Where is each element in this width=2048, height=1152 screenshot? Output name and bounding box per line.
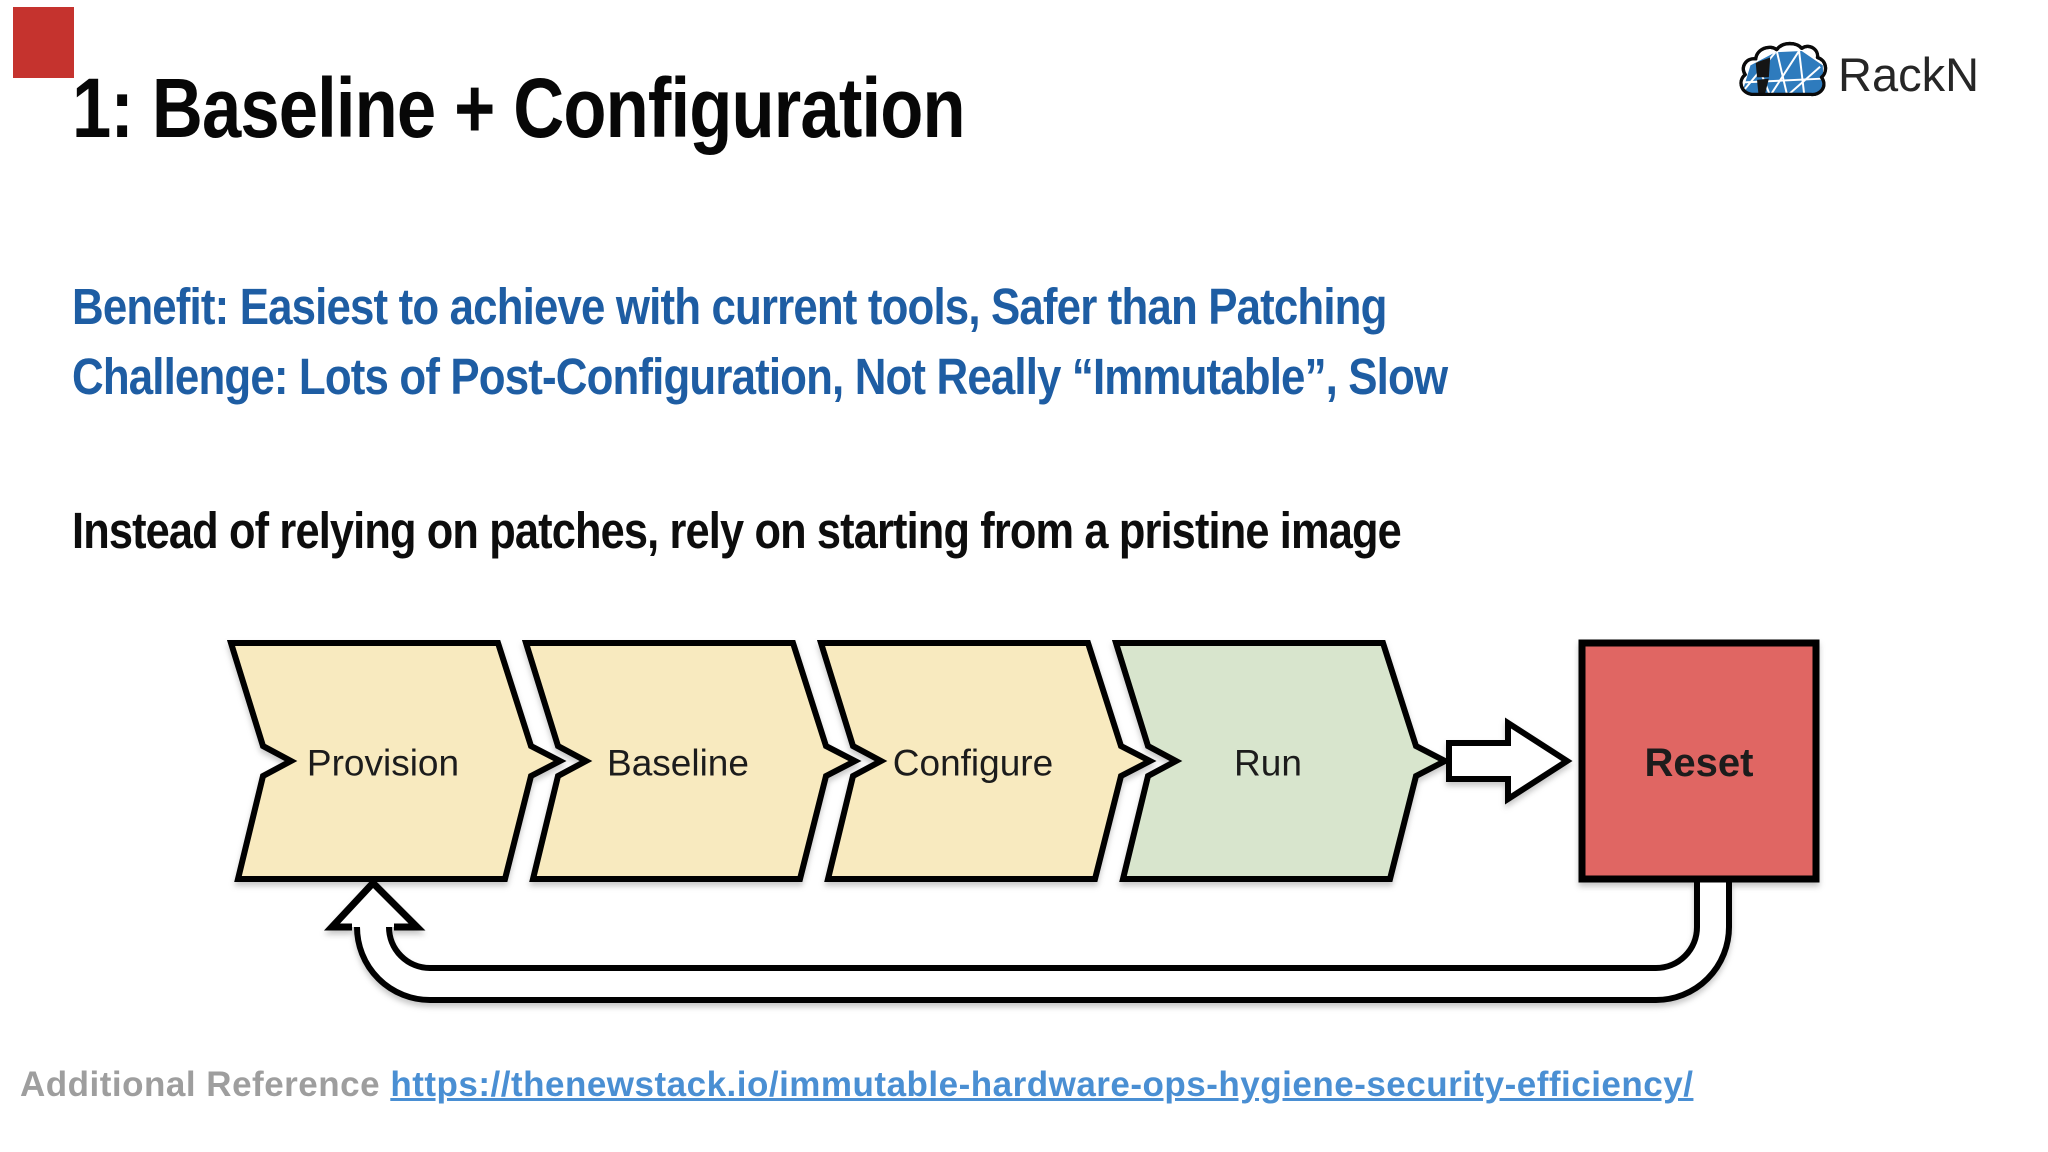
footer-reference: Additional Reference https://thenewstack… [20, 1062, 1693, 1108]
step-label-run: Run [1234, 743, 1302, 784]
step-provision [226, 640, 567, 882]
loop-arrowhead-icon [323, 877, 426, 931]
cloud-logo-icon [1739, 41, 1828, 97]
reference-link[interactable]: https://thenewstack.io/immutable-hardwar… [390, 1065, 1694, 1104]
step-baseline [521, 640, 862, 882]
rackn-logo: RackN [1736, 38, 1979, 106]
lead-text: Benefit: Easiest to achieve with current… [72, 272, 1671, 412]
reference-label: Additional Reference [20, 1065, 381, 1104]
step-label-reset: Reset [1645, 741, 1754, 785]
benefit-line: Benefit: Easiest to achieve with current… [72, 278, 1387, 335]
step-label-configure: Configure [893, 743, 1053, 784]
subtitle-text: Instead of relying on patches, rely on s… [72, 502, 1402, 559]
page-title: 1: Baseline + Configuration [72, 61, 966, 155]
step-reset [1578, 639, 1820, 883]
step-label-baseline: Baseline [607, 743, 749, 784]
run-to-reset-arrow-icon [1446, 717, 1573, 805]
loop-back-pipe-core [360, 872, 1726, 997]
brand-wordmark: RackN [1838, 47, 1980, 101]
recording-indicator [13, 7, 74, 78]
step-configure [816, 640, 1157, 882]
workflow-diagram: Provision Baseline Configure Run Reset [226, 639, 1820, 1003]
challenge-line: Challenge: Lots of Post-Configuration, N… [72, 348, 1448, 405]
step-label-provision: Provision [307, 743, 459, 784]
loop-back-pipe-outline [354, 872, 1732, 1003]
step-run [1111, 640, 1452, 882]
